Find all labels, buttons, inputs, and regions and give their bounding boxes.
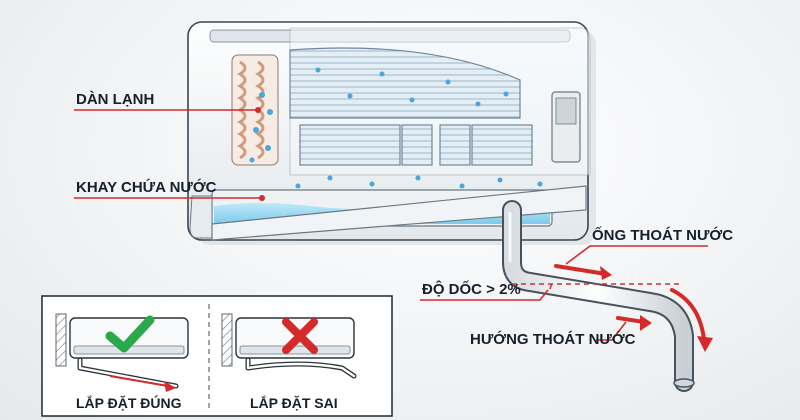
inset-wrong-panel: LẮP ĐẶT SAI — [221, 313, 357, 411]
callout-drain-direction — [596, 321, 627, 341]
label-evaporator: DÀN LẠNH — [76, 91, 154, 108]
install-comparison-inset: LẮP ĐẶT ĐÚNG LẮP ĐẶT SAI — [41, 295, 393, 417]
left-endcap — [189, 195, 213, 239]
drain-pipe — [502, 200, 695, 392]
label-drain-tray: KHAY CHỨA NƯỚC — [76, 178, 217, 196]
indoor-unit — [187, 21, 596, 245]
control-board — [555, 97, 577, 125]
slope-angle-arc — [549, 283, 553, 290]
wall-left-correct — [55, 313, 67, 367]
inset-correct-panel: LẮP ĐẶT ĐÚNG — [55, 313, 189, 411]
flow-arrows — [554, 264, 713, 352]
label-wrong-install: LẮP ĐẶT SAI — [250, 394, 338, 411]
callout-slope — [420, 289, 549, 301]
evaporator-coil-upper — [289, 47, 521, 119]
callout-drain-pipe — [565, 245, 708, 265]
label-drain-pipe: ỐNG THOÁT NƯỚC — [592, 226, 733, 244]
pipe-outlet — [673, 378, 695, 388]
check-icon — [105, 315, 155, 353]
label-drain-direction: HƯỚNG THOÁT NƯỚC — [470, 330, 636, 348]
cross-icon — [282, 318, 318, 354]
water-droplets — [249, 67, 543, 189]
label-correct-install: LẮP ĐẶT ĐÚNG — [76, 394, 182, 411]
label-slope: ĐỘ DỐC > 2% — [422, 280, 521, 298]
evaporator-coil-lower — [299, 124, 533, 166]
wall-left-wrong — [221, 313, 233, 367]
louver-lip — [211, 185, 587, 241]
callout-lines — [74, 107, 708, 341]
